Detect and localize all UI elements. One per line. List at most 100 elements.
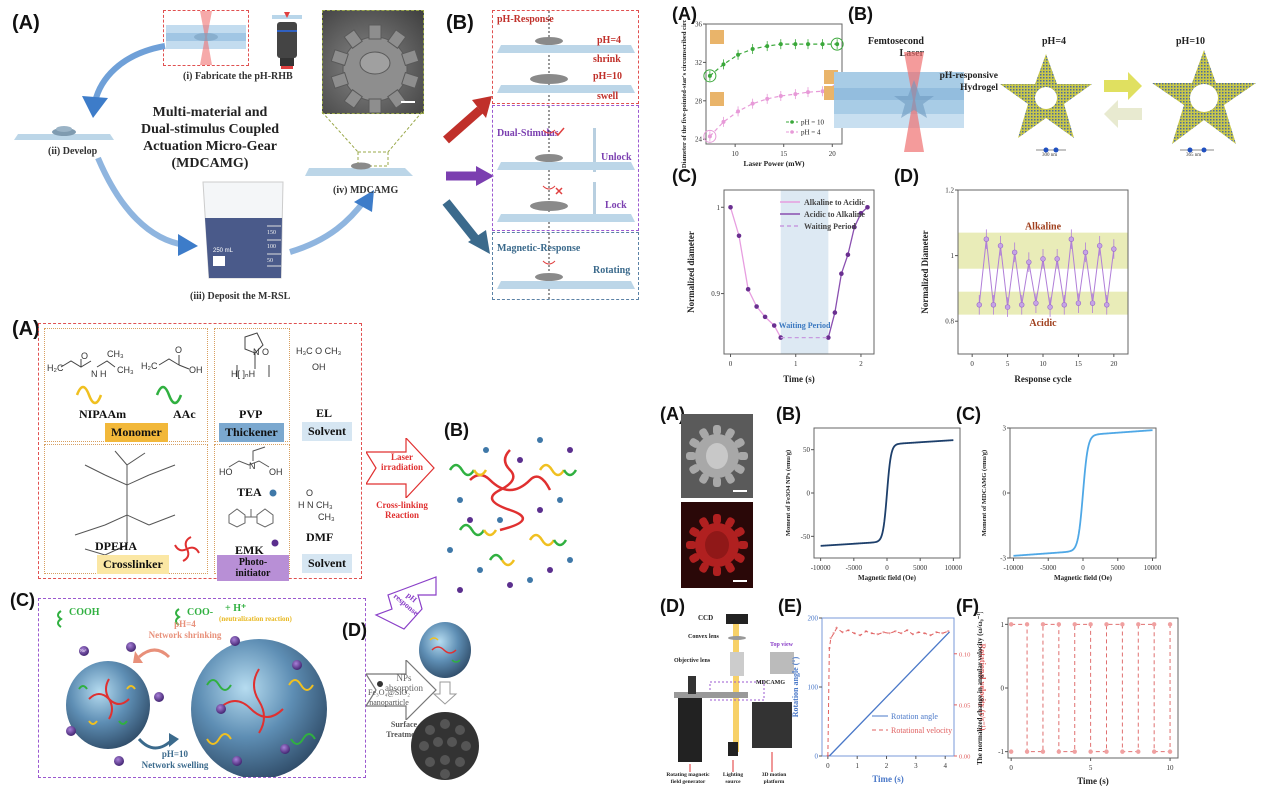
source-text: source xyxy=(725,779,741,785)
mdcamg-substrate xyxy=(305,162,413,176)
x-tick-label: 15 xyxy=(780,150,788,158)
y-tick-label: 0 xyxy=(1003,490,1007,498)
cross-icon xyxy=(555,187,563,195)
y-tick-label: 0 xyxy=(807,490,811,498)
top-view-label: Top view xyxy=(770,642,793,648)
data-point xyxy=(1120,749,1125,754)
photoinitiator-structures xyxy=(228,446,279,547)
photoinitiator-tag: Photo-initiator xyxy=(217,555,289,581)
field-generator-text: field generator xyxy=(670,779,706,785)
data-point xyxy=(1136,749,1141,754)
data-point xyxy=(839,271,844,277)
x-axis-label: Laser Power (mW) xyxy=(744,159,805,168)
legend-marker xyxy=(790,130,794,134)
spacing-365-label: 365 nm xyxy=(1186,153,1202,158)
star-ph10-label: pH=10 xyxy=(1176,36,1206,47)
forward-arrow-icon xyxy=(1104,72,1142,100)
data-point xyxy=(845,252,851,258)
convex-lens-label: Convex lens xyxy=(688,634,719,640)
lock-label: Lock xyxy=(605,200,627,211)
x-tick-label: 0 xyxy=(1009,764,1013,772)
nipaam-ch3a: CH₃ xyxy=(107,349,124,359)
rotating-label: Rotating xyxy=(593,265,631,276)
data-point xyxy=(707,134,712,139)
monomer-structures xyxy=(60,355,190,405)
beaker-mark-100: 100 xyxy=(267,244,276,250)
step-deposit-caption: (iii) Deposit the M-RSL xyxy=(190,291,291,302)
x-tick-label: 2 xyxy=(859,360,863,368)
data-point xyxy=(852,224,857,230)
ph-response-title: pH-Response xyxy=(497,14,554,25)
star-thumbnail xyxy=(710,92,724,106)
step-develop-caption: (ii) Develop xyxy=(48,146,98,157)
beaker-mark-50: 50 xyxy=(267,258,273,264)
laser-arrow-icon xyxy=(366,438,435,498)
y-tick-label: 0.9 xyxy=(711,290,720,298)
data-point xyxy=(745,286,751,292)
rotating-magnetic-text: Rotating magnetic xyxy=(666,772,710,778)
zoom-guide-lines xyxy=(321,111,423,167)
down-arrow-icon xyxy=(432,681,458,705)
plot-frame xyxy=(1007,617,1179,759)
x-tick-label: 5 xyxy=(1089,764,1093,772)
data-point xyxy=(736,109,741,114)
data-point xyxy=(806,42,810,47)
data-point xyxy=(1056,749,1062,754)
star-icon xyxy=(894,80,934,118)
irradiation-text: irradiation xyxy=(381,462,423,472)
velocity-marker: * xyxy=(847,629,850,635)
scale-bar xyxy=(733,580,747,582)
tea-dot-icon xyxy=(269,489,277,497)
velocity-marker: * xyxy=(929,634,932,640)
lighting-text: Lighting xyxy=(722,772,744,778)
top-view-icon xyxy=(770,652,794,674)
legend-marker xyxy=(790,120,794,124)
crosslinker-box: DPEHA Crosslinker xyxy=(44,444,208,574)
fig2-panel-d-label: (D) xyxy=(342,620,367,640)
shrunken-sphere xyxy=(66,661,150,749)
laser-arrow-text: Laser irradiation xyxy=(374,452,430,472)
data-point xyxy=(1151,749,1157,754)
femtosecond-text: Femtosecond xyxy=(867,36,924,47)
velocity-marker: * xyxy=(832,632,835,638)
y-tick-label: -1 xyxy=(998,748,1004,756)
data-point xyxy=(826,335,831,340)
swell-label: swell xyxy=(597,91,619,102)
neutralization-label: (neutralization reaction) xyxy=(219,615,292,623)
spacing-300-label: 300 nm xyxy=(1042,153,1058,158)
spacing-300-icon xyxy=(1036,147,1066,153)
data-point xyxy=(1088,749,1093,754)
emk-dot-icon xyxy=(271,539,279,547)
arrow-head-mdcamg xyxy=(354,190,374,212)
crosslinker-tag: Crosslinker xyxy=(97,555,169,574)
fig4-panel-c-label: (C) xyxy=(956,404,981,424)
nanoparticle-text: nanoparticle xyxy=(369,698,409,707)
develop-substrate xyxy=(14,126,114,140)
mdcamg-title: Multi-material and Dual-stimulus Coupled… xyxy=(130,104,290,172)
pvp-structure xyxy=(236,332,270,377)
femto-laser-illustration xyxy=(834,52,964,152)
data-point xyxy=(750,101,755,106)
motion-platform-label: 3D motion platform xyxy=(756,772,792,786)
pvp-label: N O xyxy=(253,347,270,357)
data-point xyxy=(1004,304,1011,310)
star-ph4-label: pH=4 xyxy=(1042,36,1067,47)
ph4-shrink-text: pH=4 xyxy=(174,619,196,629)
velocity-marker: * xyxy=(911,633,914,639)
workflow-arrows xyxy=(82,43,374,256)
waiting-period-band xyxy=(780,190,829,354)
data-point xyxy=(1136,622,1141,627)
eds-fe-map-image xyxy=(681,502,753,588)
sodium-ions xyxy=(66,636,302,766)
nipaam-chain-icon xyxy=(75,385,103,405)
gear-icon xyxy=(330,24,420,114)
rotating-field-generator-icon xyxy=(678,698,702,762)
objective-lens-icon xyxy=(730,652,744,676)
velocity-marker: * xyxy=(923,632,926,638)
x-tick-label: 2 xyxy=(885,762,889,770)
velocity-marker: * xyxy=(917,631,920,637)
title-line-2: Dual-stimulus Coupled xyxy=(140,122,280,137)
magnetization-curve xyxy=(820,439,954,547)
